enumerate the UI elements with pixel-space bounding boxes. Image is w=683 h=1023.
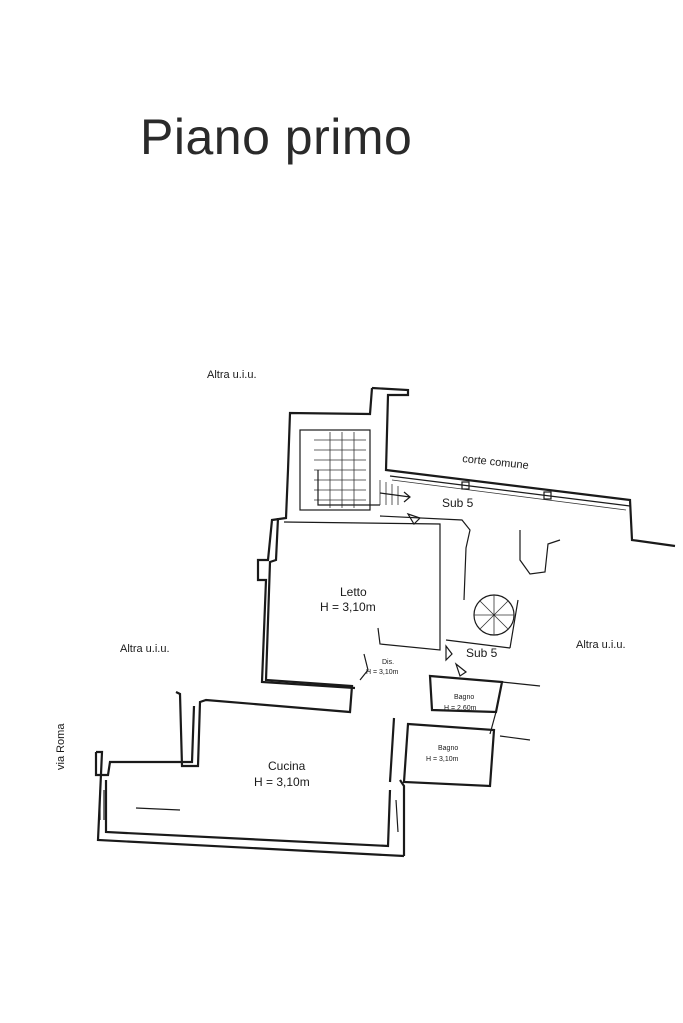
label-sub5-top: Sub 5 [442, 496, 474, 510]
window-marks [99, 790, 399, 833]
label-bagno-2-height: H = 3,10m [426, 756, 459, 763]
bathroom-walls [359, 653, 541, 788]
staircase [299, 429, 411, 511]
label-cucina-height: H = 3,10m [254, 775, 310, 789]
label-letto: Letto [340, 585, 367, 599]
label-cucina: Cucina [268, 759, 306, 773]
label-bagno-1: Bagno [454, 694, 474, 701]
label-sub5-mid: Sub 5 [466, 646, 498, 660]
label-bagno-2: Bagno [438, 745, 458, 752]
spiral-stair [473, 594, 515, 636]
label-altra-top: Altra u.i.u. [207, 369, 257, 381]
corridor-walls [283, 475, 631, 677]
label-dis: Dis. [382, 659, 394, 666]
label-altra-right: Altra u.i.u. [576, 639, 626, 651]
page-title: Piano primo [140, 109, 413, 165]
label-dis-height: H = 3,10m [366, 669, 399, 676]
label-bagno-1-height: H = 2,60m [444, 705, 477, 712]
label-altra-left: Altra u.i.u. [120, 643, 170, 655]
label-corte-comune: corte comune [462, 453, 530, 472]
outer-walls [94, 386, 676, 858]
label-letto-height: H = 3,10m [320, 600, 376, 614]
label-via-roma: via Roma [55, 723, 67, 770]
